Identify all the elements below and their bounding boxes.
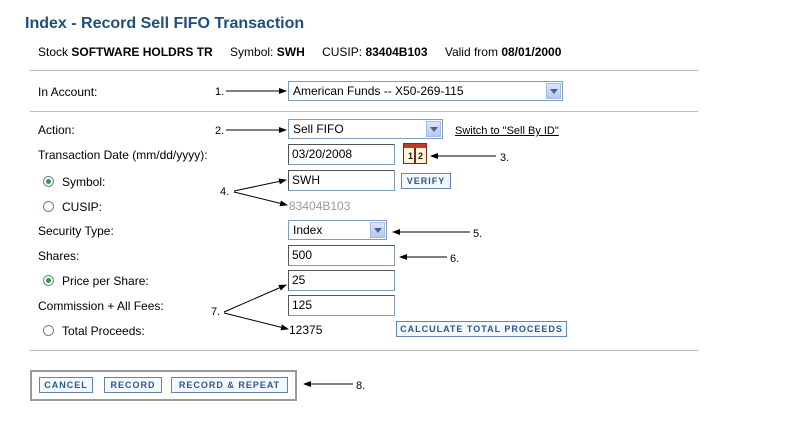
chevron-down-icon[interactable] [426,121,441,137]
page-title: Index - Record Sell FIFO Transaction [25,15,305,32]
cusip-value: 83404B103 [365,45,428,59]
shares-input[interactable]: 500 [288,245,395,266]
cusip-radio-label: CUSIP: [62,200,103,214]
divider-account [30,111,698,112]
annotation-3: 3. [500,152,510,164]
commission-input[interactable]: 125 [288,295,395,316]
verify-button[interactable]: VERIFY [401,173,451,189]
divider-top [30,70,698,71]
stock-info-bar: Stock SOFTWARE HOLDRS TR Symbol: SWH CUS… [38,45,561,59]
annotation-7: 7. [211,306,221,318]
symbol-label: Symbol: [230,45,274,59]
action-select[interactable]: Sell FIFO [288,119,443,139]
total-proceeds-label: Total Proceeds: [62,324,145,338]
cusip-value: 83404B103 [289,199,351,213]
arrow-4b [233,191,288,207]
cusip-label: CUSIP: [322,45,363,59]
price-radio-label: Price per Share: [62,274,149,288]
cusip-radio[interactable] [43,201,54,212]
account-label: In Account: [38,85,98,99]
chevron-down-icon[interactable] [370,222,385,238]
total-proceeds-radio[interactable] [43,325,54,336]
transaction-date-label: Transaction Date (mm/dd/yyyy): [38,148,208,162]
valid-from-value: 08/01/2000 [501,45,562,59]
security-type-value: Index [293,223,323,237]
calculate-total-proceeds-button[interactable]: CALCULATE TOTAL PROCEEDS [396,321,567,337]
valid-from-label: Valid from [444,45,498,59]
arrow-7a [223,284,287,313]
action-buttons-group [30,370,297,401]
svg-text:2: 2 [418,151,423,161]
record-button[interactable]: RECORD [104,377,162,393]
symbol-radio-label: Symbol: [62,175,106,189]
account-select-value: American Funds -- X50-269-115 [293,84,464,98]
total-proceeds-value: 12375 [289,323,323,337]
switch-sell-by-id-link[interactable]: Switch to "Sell By ID" [455,125,559,137]
action-label: Action: [38,123,75,137]
annotation-5: 5. [473,228,483,240]
arrow-7b [223,312,289,331]
account-select[interactable]: American Funds -- X50-269-115 [288,81,563,101]
cancel-button[interactable]: CANCEL [39,377,93,393]
arrow-4a [233,178,287,192]
symbol-value: SWH [276,45,305,59]
chevron-down-icon[interactable] [546,83,561,99]
symbol-input[interactable]: SWH [288,170,395,191]
svg-text:1: 1 [408,151,413,161]
shares-label: Shares: [38,249,80,263]
annotation-2: 2. [215,125,225,137]
transaction-date-input[interactable]: 03/20/2008 [288,144,395,165]
action-select-value: Sell FIFO [293,122,344,136]
stock-label: Stock [38,45,69,59]
annotation-1: 1. [215,86,225,98]
stock-name: SOFTWARE HOLDRS TR [71,45,213,59]
security-type-select[interactable]: Index [288,220,387,240]
price-input[interactable]: 25 [288,270,395,291]
commission-label: Commission + All Fees: [38,299,164,313]
annotation-6: 6. [450,253,460,265]
annotation-4: 4. [220,186,230,198]
annotation-8: 8. [356,380,366,392]
security-type-label: Security Type: [38,224,114,238]
record-and-repeat-button[interactable]: RECORD & REPEAT [171,377,288,393]
symbol-radio[interactable] [43,176,54,187]
price-radio[interactable] [43,275,54,286]
calendar-icon[interactable]: 1 2 [403,143,427,164]
divider-bottom [30,350,698,351]
